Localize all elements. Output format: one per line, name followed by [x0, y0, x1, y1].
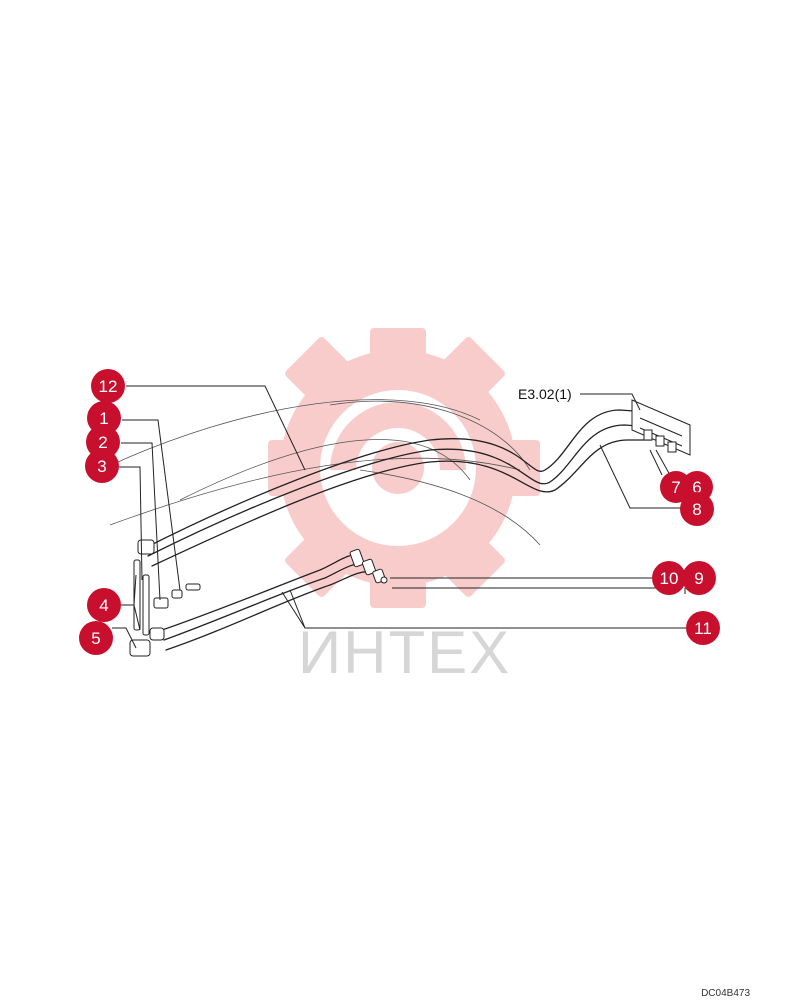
guide-lines — [99, 399, 541, 546]
callout-12-label: 12 — [99, 377, 118, 396]
callout-9-label: 9 — [694, 569, 703, 588]
valve-block — [631, 399, 691, 476]
upper-hose-pair — [144, 409, 653, 567]
callout-1-label: 1 — [99, 409, 108, 428]
callout-2-label: 2 — [98, 433, 107, 452]
callout-4-label: 4 — [99, 596, 108, 615]
reference-label: E3.02(1) — [518, 386, 572, 402]
callout-12: 12 — [91, 369, 125, 403]
left-tube-assembly — [129, 539, 201, 657]
callout-5: 5 — [79, 621, 113, 655]
callout-9: 9 — [682, 561, 716, 595]
callout-2: 2 — [86, 425, 120, 459]
callout-8-label: 8 — [692, 500, 701, 519]
callout-10: 10 — [652, 561, 686, 595]
lower-hose-pair — [161, 554, 373, 651]
callout-7-label: 7 — [671, 478, 680, 497]
callout-6-label: 6 — [692, 478, 701, 497]
callout-5-label: 5 — [91, 629, 100, 648]
callout-11: 11 — [686, 611, 720, 645]
callout-3: 3 — [85, 449, 119, 483]
callout-8: 8 — [680, 492, 714, 526]
callout-4: 4 — [87, 588, 121, 622]
callout-11-label: 11 — [694, 619, 712, 638]
lower-right-fittings — [349, 548, 388, 584]
watermark-text: ИНТЕХ — [298, 619, 511, 686]
watermark-gear-icon — [268, 328, 540, 608]
drawing-code: DC04B473 — [701, 988, 750, 999]
callout-10-label: 10 — [660, 569, 679, 588]
callout-1: 1 — [87, 401, 121, 435]
callout-3-label: 3 — [97, 457, 106, 476]
